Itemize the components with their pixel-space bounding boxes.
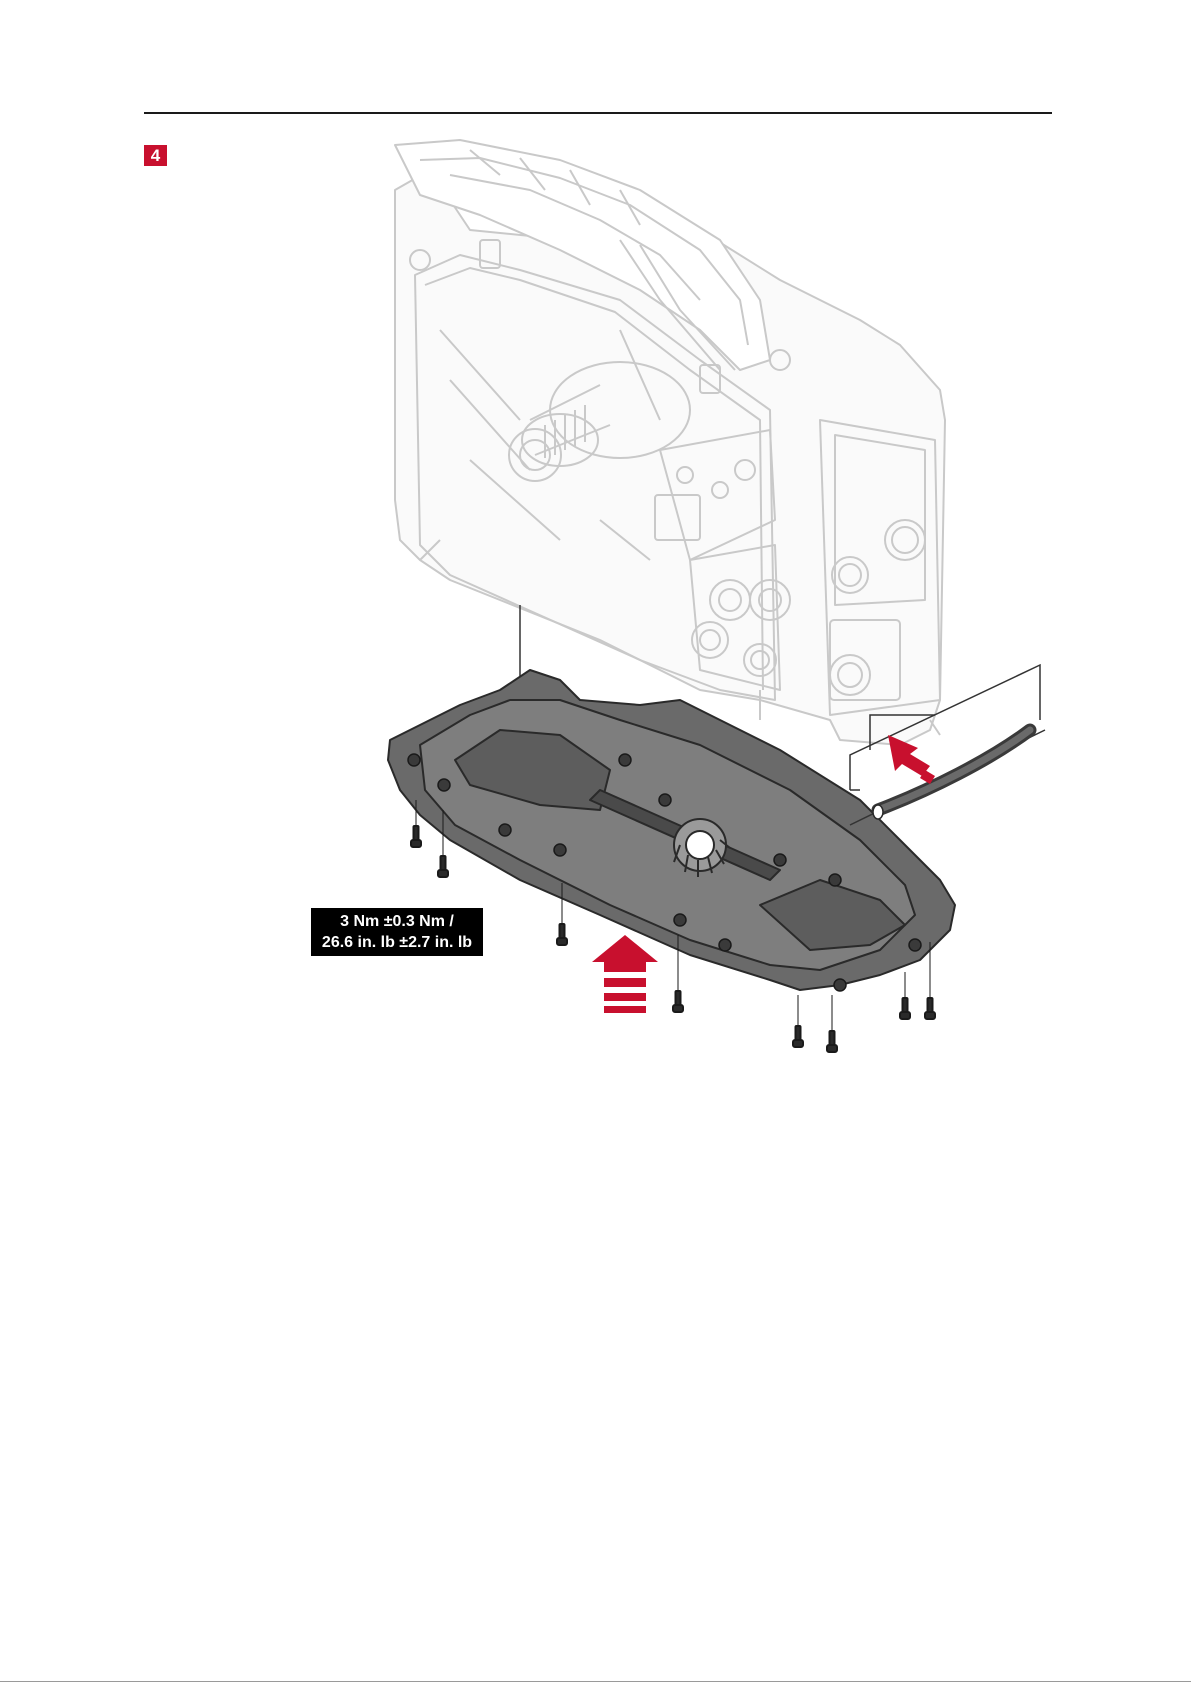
torque-spec-line-1: 3 Nm ±0.3 Nm /: [311, 911, 483, 932]
torque-spec-line-2: 26.6 in. lb ±2.7 in. lb: [311, 932, 483, 953]
red-diagonal-arrow-icon: [888, 735, 935, 784]
red-up-arrow-icon: [592, 935, 658, 1013]
torque-spec-label: 3 Nm ±0.3 Nm / 26.6 in. lb ±2.7 in. lb: [311, 908, 483, 956]
assembly-illustration: [0, 0, 1191, 1100]
welding-machine-drawing: [395, 140, 945, 745]
footer-rule: [0, 1681, 1191, 1682]
